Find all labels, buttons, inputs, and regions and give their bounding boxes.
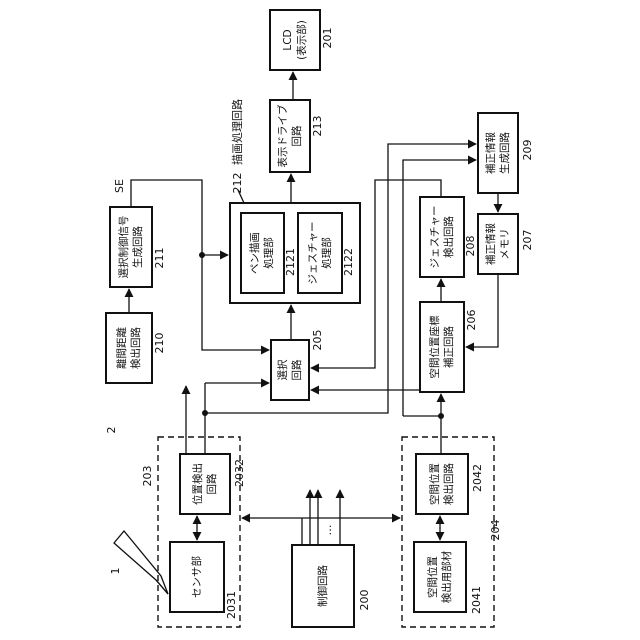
separation-detect-block	[106, 313, 152, 383]
select-signal-label-2: 生成回路	[131, 226, 144, 268]
se-label: SE	[113, 179, 126, 193]
gesture-proc-block	[298, 213, 342, 293]
spatial-detect-ref: 2042	[471, 464, 484, 492]
spatial-detect-label-2: 検出回路	[442, 463, 455, 505]
pen-drawing-label-2: 処理部	[262, 237, 275, 269]
separation-detect-label-1: 離間距離	[115, 327, 128, 369]
spatial-member-label-2: 検出用部材	[440, 550, 453, 603]
pen-drawing-label-1: ペン描画	[248, 232, 261, 274]
drawing-title: 描画処理回路	[230, 99, 244, 165]
select-signal-ref: 211	[153, 248, 166, 269]
gesture-proc-ref: 2122	[342, 248, 355, 276]
separation-detect-label-2: 検出回路	[129, 327, 142, 369]
spatial-detect-block	[416, 454, 468, 514]
position-detect-label-2: 回路	[205, 473, 218, 494]
control-dots: …	[321, 525, 334, 536]
drawing-ref: 212	[231, 173, 244, 194]
corr-memory-label-2: メモリ	[499, 228, 511, 260]
corr-memory-label-1: 補正情報	[484, 223, 497, 265]
corr-gen-label-2: 生成回路	[498, 132, 511, 174]
spatial-member-ref: 2041	[470, 586, 483, 614]
coord-correct-label-1: 空間位置座標	[428, 315, 441, 378]
display-drive-ref: 213	[311, 116, 324, 137]
gesture-detect-block	[420, 197, 464, 277]
pen-ref: 1	[109, 568, 122, 575]
gesture-detect-ref: 208	[464, 236, 477, 257]
spatial-member-block	[414, 542, 466, 612]
position-detect-ref: 2032	[233, 459, 246, 487]
corr-gen-ref: 209	[521, 140, 534, 161]
spatial-unit-ref: 204	[489, 520, 502, 541]
spatial-detect-label-1: 空間位置	[428, 463, 441, 505]
select-signal-label-1: 選択制御信号	[117, 216, 130, 279]
junction-spatial	[438, 413, 444, 419]
position-detect-label-1: 位置検出	[191, 463, 204, 505]
gesture-detect-label-2: 検出回路	[442, 216, 455, 258]
gesture-proc-label-1: ジェスチャー	[307, 222, 319, 285]
corr-memory-block	[478, 214, 518, 274]
sensor-label-1: センサ部	[190, 556, 203, 598]
corr-gen-label-1: 補正情報	[484, 132, 497, 174]
position-detect-block	[180, 454, 230, 514]
selector-ref: 205	[311, 330, 324, 351]
gesture-detect-label-1: ジェスチャー	[429, 206, 441, 269]
lcd-label-2: (表示部)	[295, 20, 308, 60]
pen-unit-ref: 203	[141, 466, 154, 487]
display-drive-label-2: 回路	[290, 125, 303, 146]
control-ref: 200	[358, 590, 371, 611]
selector-label-1: 選択	[276, 359, 289, 380]
coord-correct-ref: 206	[465, 310, 478, 331]
display-drive-block	[270, 100, 310, 172]
select-signal-block	[110, 207, 152, 287]
selector-label-2: 回路	[290, 359, 303, 380]
coord-correct-block	[420, 302, 464, 392]
spatial-member-label-1: 空間位置	[426, 556, 439, 598]
gesture-proc-label-2: 処理部	[320, 237, 333, 269]
sensor-ref: 2031	[225, 591, 238, 619]
lcd-ref: 201	[321, 28, 334, 49]
corr-gen-block	[478, 113, 518, 193]
lcd-label-1: LCD	[282, 29, 294, 50]
separation-detect-ref: 210	[153, 333, 166, 354]
control-label-1: 制御回路	[316, 565, 329, 607]
junction-position	[202, 410, 208, 416]
coord-correct-label-2: 補正回路	[442, 326, 455, 368]
figure-number: 2	[105, 427, 118, 434]
display-drive-label-1: 表示ドライブ	[276, 104, 289, 167]
pen-drawing-ref: 2121	[284, 248, 297, 276]
corr-memory-ref: 207	[521, 230, 534, 251]
lcd-block	[270, 10, 320, 70]
